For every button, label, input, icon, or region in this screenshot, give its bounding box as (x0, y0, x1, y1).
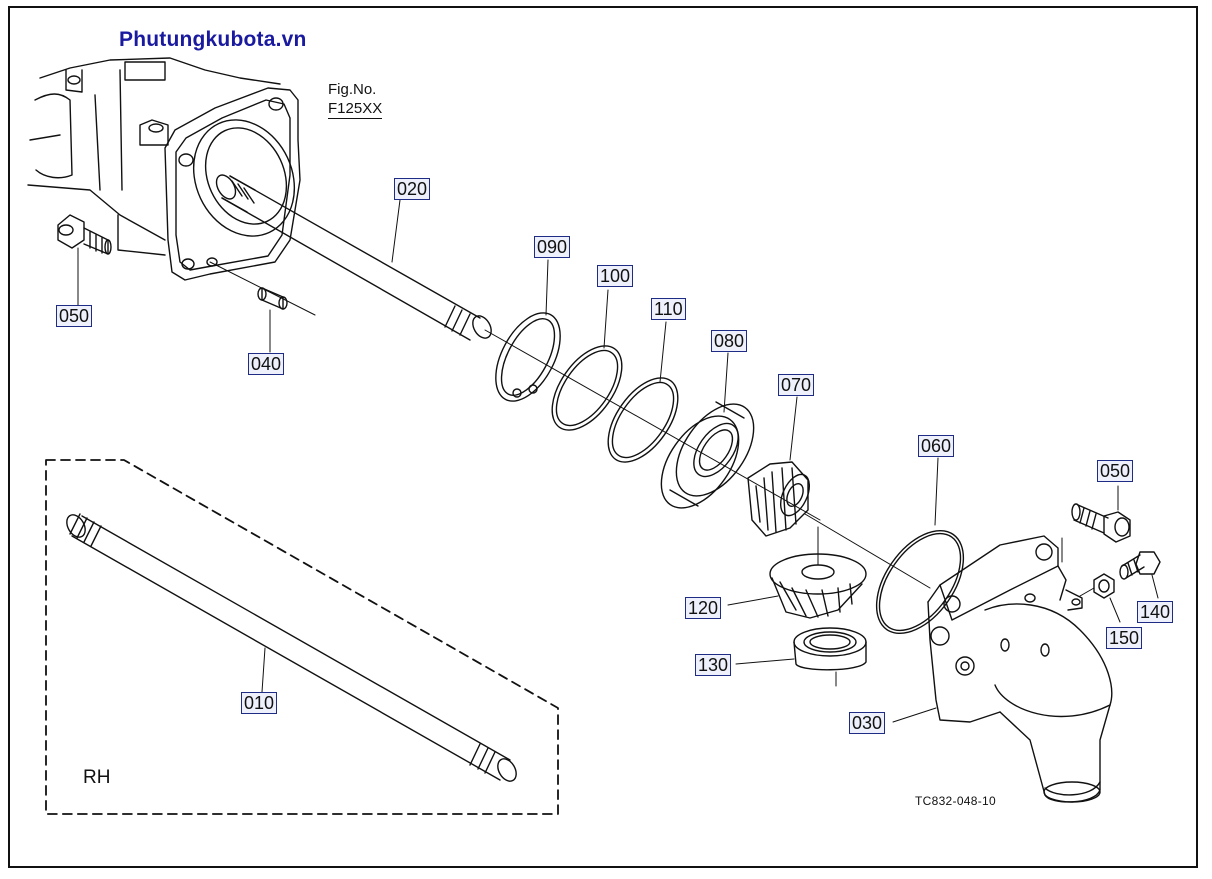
part-label-050-left[interactable]: 050 (56, 305, 93, 327)
variant-label-rh: RH (83, 767, 111, 788)
part-label-070[interactable]: 070 (778, 374, 815, 396)
figure-label: Fig.No. (328, 81, 377, 98)
bolt-right (1071, 485, 1131, 543)
nut-150 (1079, 573, 1121, 623)
part-label-020[interactable]: 020 (394, 178, 431, 200)
bevel-gear-case (804, 513, 1113, 803)
part-label-060[interactable]: 060 (918, 435, 955, 457)
part-label-110[interactable]: 110 (651, 298, 686, 320)
bevel-gear-120 (727, 526, 867, 619)
part-label-010[interactable]: 010 (241, 692, 278, 714)
dowel-pin (257, 287, 288, 353)
part-label-030[interactable]: 030 (849, 712, 886, 734)
transmission-housing (27, 57, 316, 316)
figure-code: F125XX (328, 100, 383, 119)
circlip (495, 259, 561, 402)
part-label-150[interactable]: 150 (1106, 627, 1143, 649)
part-label-130[interactable]: 130 (695, 654, 732, 676)
ball-bearing-130 (735, 627, 867, 687)
rh-variant-box (45, 459, 559, 815)
part-label-100[interactable]: 100 (597, 265, 634, 287)
figure-reference: Fig.No. F125XX (328, 80, 383, 119)
part-label-120[interactable]: 120 (685, 597, 722, 619)
shim-110 (607, 321, 679, 463)
bolt-140 (1119, 551, 1161, 599)
drawing-number: TC832-048-10 (915, 794, 996, 808)
o-ring (875, 457, 965, 635)
diagram-frame (8, 6, 1198, 868)
part-label-050-right[interactable]: 050 (1097, 460, 1134, 482)
part-label-040[interactable]: 040 (248, 353, 285, 375)
site-watermark: Phutungkubota.vn (119, 28, 307, 51)
part-label-090[interactable]: 090 (534, 236, 571, 258)
ball-bearing-080 (660, 352, 755, 509)
bevel-gear-070 (747, 396, 811, 537)
part-label-080[interactable]: 080 (711, 330, 748, 352)
part-label-140[interactable]: 140 (1137, 601, 1174, 623)
shim-100 (551, 289, 623, 431)
bolt-left (57, 214, 112, 306)
